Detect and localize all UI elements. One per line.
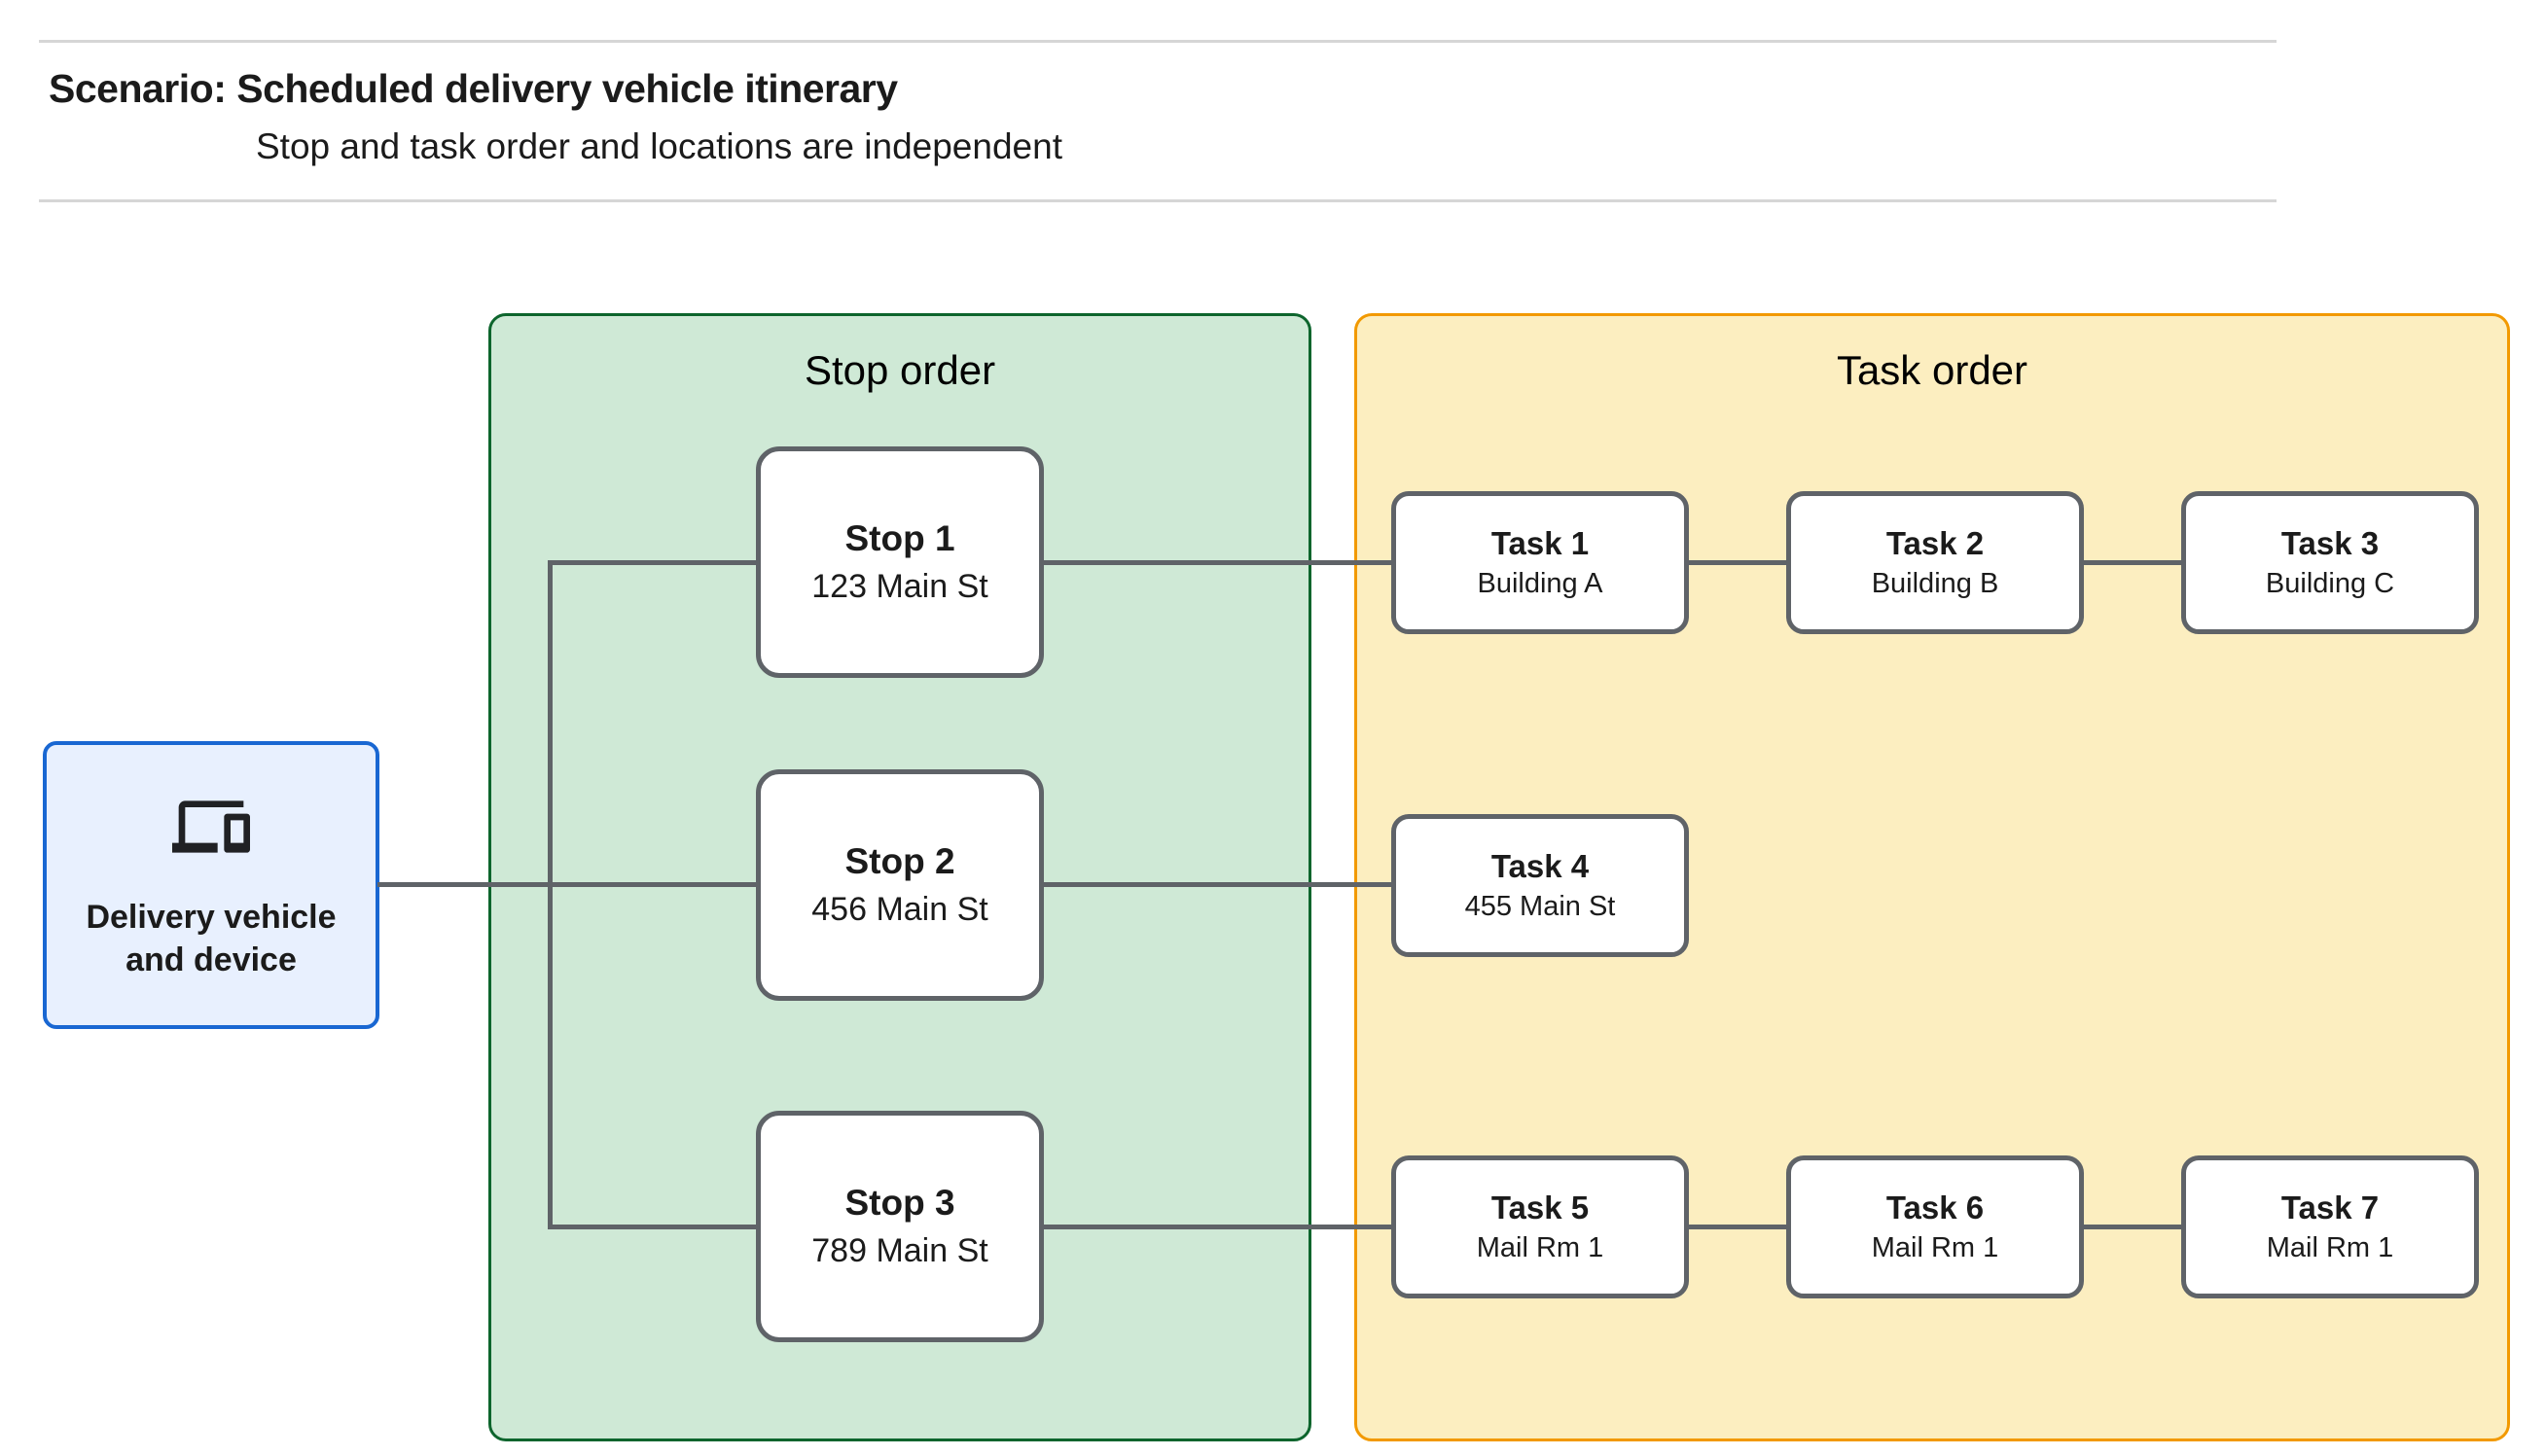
task-5-node: Task 5 Mail Rm 1 [1391,1155,1689,1298]
connector-stop3-to-task5 [1041,1225,1394,1229]
page-title: Scenario: Scheduled delivery vehicle iti… [49,66,898,111]
task-3-node: Task 3 Building C [2181,491,2479,634]
task-2-title: Task 2 [1885,525,1985,561]
task-order-panel-title: Task order [1836,347,2028,393]
task-6-node: Task 6 Mail Rm 1 [1786,1155,2084,1298]
connector-device-to-stops [377,882,759,887]
connector-trunk-to-stop3 [548,1225,758,1229]
stop-1-title: Stop 1 [844,518,955,558]
task-4-node: Task 4 455 Main St [1391,814,1689,957]
connector-task6-to-task7 [2083,1225,2182,1229]
connector-trunk-to-stop1 [548,560,758,565]
connector-stop2-to-task4 [1041,882,1394,887]
devices-icon [164,788,258,866]
task-3-location: Building C [2265,568,2395,599]
task-1-node: Task 1 Building A [1391,491,1689,634]
task-7-location: Mail Rm 1 [2266,1232,2394,1263]
task-4-title: Task 4 [1490,848,1590,884]
stop-order-panel-title: Stop order [804,347,996,393]
page-subtitle: Stop and task order and locations are in… [256,126,1062,166]
delivery-vehicle-node: Delivery vehicle and device [43,741,379,1029]
stop-3-node: Stop 3 789 Main St [756,1111,1044,1342]
stop-1-address: 123 Main St [811,568,988,605]
task-5-title: Task 5 [1490,1190,1590,1225]
connector-task5-to-task6 [1688,1225,1787,1229]
task-7-node: Task 7 Mail Rm 1 [2181,1155,2479,1298]
task-4-location: 455 Main St [1464,891,1616,922]
stop-2-node: Stop 2 456 Main St [756,769,1044,1001]
task-2-location: Building B [1871,568,1999,599]
delivery-vehicle-label: Delivery vehicle and device [86,899,337,978]
task-1-location: Building A [1477,568,1603,599]
task-1-title: Task 1 [1490,525,1590,561]
stop-2-address: 456 Main St [811,891,988,928]
connector-task1-to-task2 [1688,560,1787,565]
task-3-title: Task 3 [2280,525,2380,561]
stop-2-title: Stop 2 [844,841,955,881]
task-6-location: Mail Rm 1 [1871,1232,1999,1263]
stop-3-title: Stop 3 [844,1183,955,1223]
task-6-title: Task 6 [1885,1190,1985,1225]
stop-1-node: Stop 1 123 Main St [756,446,1044,678]
connector-task2-to-task3 [2083,560,2182,565]
stop-3-address: 789 Main St [811,1232,988,1269]
header-bottom-divider [39,199,2277,202]
task-5-location: Mail Rm 1 [1476,1232,1604,1263]
task-2-node: Task 2 Building B [1786,491,2084,634]
connector-stops-trunk [548,560,553,1229]
task-7-title: Task 7 [2280,1190,2380,1225]
connector-stop1-to-task1 [1041,560,1394,565]
header-top-divider [39,40,2277,43]
